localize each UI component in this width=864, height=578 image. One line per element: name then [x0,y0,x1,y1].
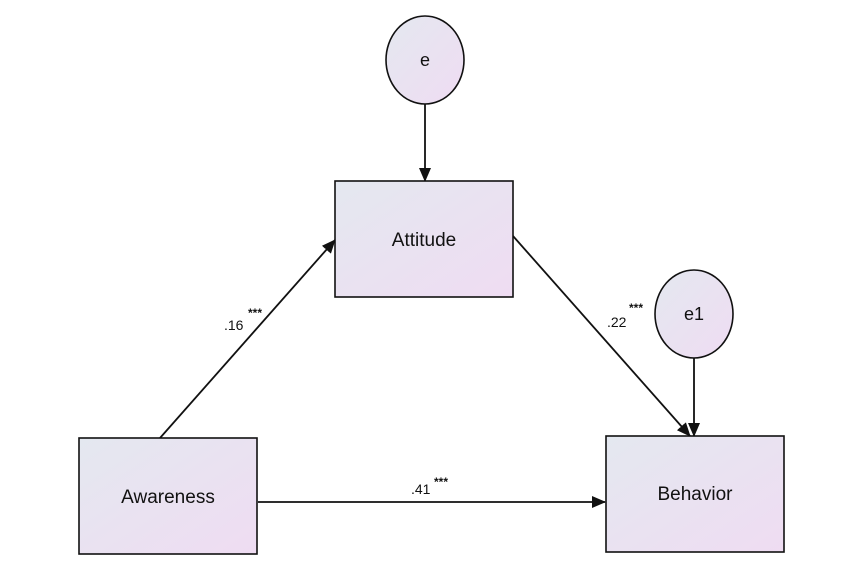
error-node-e: e [385,15,465,105]
coef-awareness-behavior: .41 [411,481,431,497]
node-attitude: Attitude [334,180,514,298]
coef-awareness-attitude: .16 [224,317,244,333]
path-arrow-attitude-behavior [512,235,691,437]
sig-attitude-behavior: *** [629,301,643,315]
node-behavior: Behavior [605,435,785,553]
node-awareness: Awareness [78,437,258,555]
node-label-attitude: Attitude [392,230,456,251]
sig-awareness-attitude: *** [248,306,262,320]
sig-awareness-behavior: *** [434,475,448,489]
error-label-e1: e1 [684,304,704,324]
node-label-awareness: Awareness [121,487,215,508]
coef-attitude-behavior: .22 [607,314,627,330]
error-label-e: e [420,50,430,70]
error-node-e1: e1 [654,269,734,359]
node-label-behavior: Behavior [658,484,734,505]
path-arrow-awareness-attitude [159,239,336,439]
